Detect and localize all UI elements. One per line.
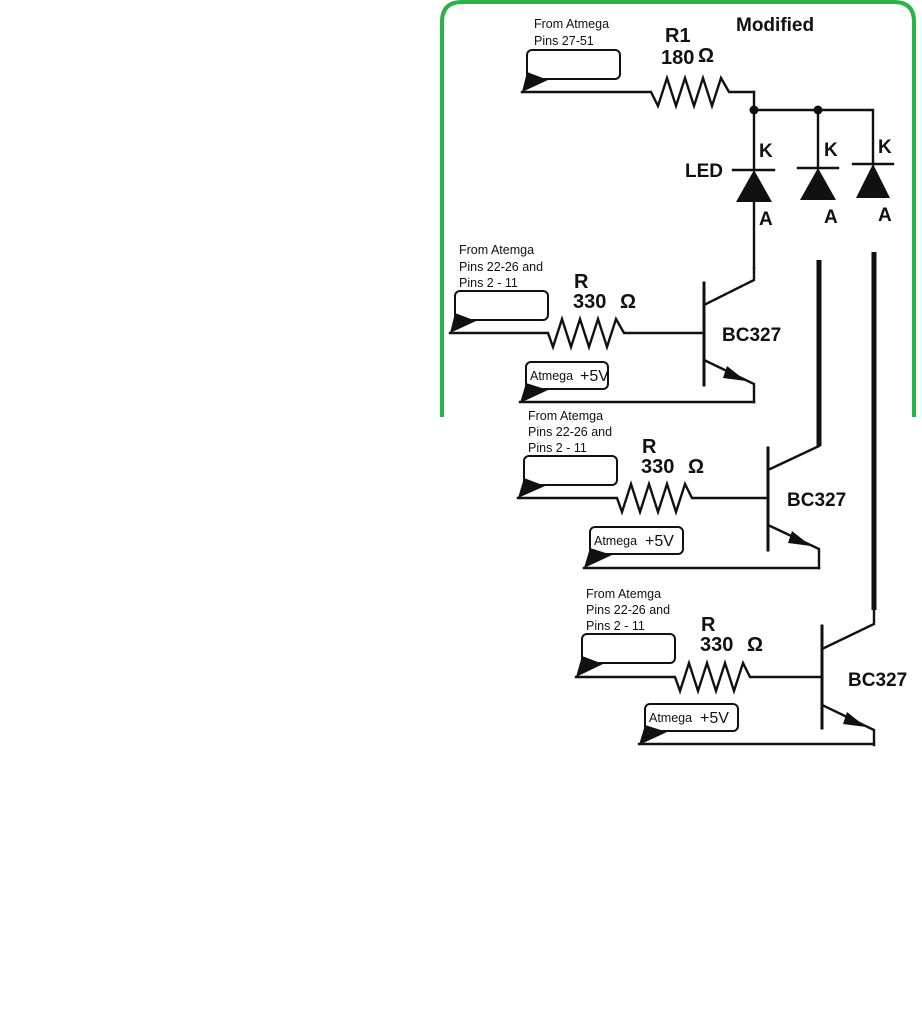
stage-2-transistor-collector <box>766 444 821 472</box>
stage-3-resistor-value: 330 <box>700 634 733 656</box>
stage-3-resistor-unit: Ω <box>747 634 763 656</box>
stage-1: From Atemga Pins 22-26 and Pins 2 - 11 R… <box>448 243 781 404</box>
svg-text:Pins 22-26 and: Pins 22-26 and <box>586 603 670 617</box>
stage-2-transistor-label: BC327 <box>787 490 846 511</box>
stage-1-transistor-emitter <box>702 358 756 404</box>
led-1-cathode-label: K <box>759 141 773 162</box>
svg-text:From Atemga: From Atemga <box>459 243 534 257</box>
led-2-cathode-label: K <box>824 140 838 161</box>
stage-1-supply-tail <box>520 383 548 403</box>
svg-text:Pins 22-26 and: Pins 22-26 and <box>459 260 543 274</box>
led-1-anode-label: A <box>759 209 773 230</box>
svg-text:From Atemga: From Atemga <box>528 409 603 423</box>
stage-1-transistor-collector <box>702 266 756 307</box>
led-3 <box>851 162 895 198</box>
stage-3-transistor-collector <box>820 608 876 651</box>
stage-2-base-resistor <box>516 480 770 516</box>
r1-name: R1 <box>665 25 691 47</box>
stage-2-supply-box <box>589 526 684 555</box>
stage-3-source-input-box <box>581 633 676 664</box>
stage-1-resistor-name: R <box>574 271 589 293</box>
svg-text:Pins 22-26 and: Pins 22-26 and <box>528 425 612 439</box>
stage-3-base-resistor <box>574 659 824 695</box>
stage-3-source-label: From Atemga Pins 22-26 and Pins 2 - 11 <box>586 587 670 633</box>
junction-dot-2 <box>813 105 823 115</box>
led-3-cathode-label: K <box>878 137 892 158</box>
stage-1-transistor-label: BC327 <box>722 325 781 346</box>
r1-source-input-tail <box>522 72 548 92</box>
stage-1-supply-label: Atmega <box>530 369 573 383</box>
stage-2: From Atemga Pins 22-26 and Pins 2 - 11 R… <box>516 409 846 570</box>
stage-3-resistor-name: R <box>701 614 716 636</box>
modified-title: Modified <box>736 15 814 36</box>
stage-1-emitter-arrow <box>723 366 746 381</box>
stage-3-transistor-label: BC327 <box>848 670 907 691</box>
svg-text:Pins 2 - 11: Pins 2 - 11 <box>528 441 587 455</box>
led-2-anode-label: A <box>824 207 838 228</box>
svg-text:From Atmega: From Atmega <box>534 17 609 31</box>
stage-1-resistor-unit: Ω <box>620 291 636 313</box>
stage-2-supply-tail <box>584 548 612 568</box>
stage-1-source-input-tail <box>450 313 476 333</box>
stage-2-emitter-arrow <box>788 531 811 546</box>
stage-2-resistor-unit: Ω <box>688 456 704 478</box>
r1-resistor <box>520 74 756 110</box>
stage-3: From Atemga Pins 22-26 and Pins 2 - 11 R… <box>574 587 907 747</box>
stage-1-source-label: From Atemga Pins 22-26 and Pins 2 - 11 <box>459 243 543 290</box>
stage-2-resistor-value: 330 <box>641 456 674 478</box>
stage-3-source-input-tail <box>576 656 603 677</box>
stage-2-transistor-emitter <box>766 523 821 570</box>
stage-3-supply-tail <box>639 725 667 745</box>
stage-3-supply-box <box>644 703 739 732</box>
stage-1-base-resistor <box>448 315 706 351</box>
stage-2-source-input-box <box>523 455 618 486</box>
r1-source-label: From Atmega Pins 27-51 <box>534 17 609 48</box>
junction-dot-1 <box>749 105 759 115</box>
r1-value: 180 <box>661 47 694 69</box>
stage-3-supply-label: Atmega <box>649 711 692 725</box>
stage-1-supply-voltage: +5V <box>580 368 609 385</box>
stage-1-resistor-value: 330 <box>573 291 606 313</box>
r1-source-input-box <box>526 49 621 80</box>
stage-2-supply-voltage: +5V <box>645 533 674 550</box>
led-3-anode-label: A <box>878 205 892 226</box>
led-label: LED <box>685 161 723 182</box>
stage-3-emitter-arrow <box>843 712 866 727</box>
stage-3-transistor-emitter <box>820 703 876 747</box>
svg-text:Pins 2 - 11: Pins 2 - 11 <box>586 619 645 633</box>
modified-region-frame <box>440 0 916 417</box>
stage-3-supply-voltage: +5V <box>700 710 729 727</box>
stage-2-supply-label: Atmega <box>594 534 637 548</box>
led-2 <box>796 166 840 200</box>
stage-2-source-input-tail <box>518 478 545 498</box>
svg-text:Pins 27-51: Pins 27-51 <box>534 34 594 48</box>
stage-1-supply-box <box>525 361 609 390</box>
svg-text:From Atemga: From Atemga <box>586 587 661 601</box>
svg-text:Pins 2 - 11: Pins 2 - 11 <box>459 276 518 290</box>
r1-unit: Ω <box>698 45 714 67</box>
stage-2-source-label: From Atemga Pins 22-26 and Pins 2 - 11 <box>528 409 612 455</box>
stage-2-resistor-name: R <box>642 436 657 458</box>
led-1 <box>731 168 776 270</box>
stage-1-source-input-box <box>454 290 549 321</box>
